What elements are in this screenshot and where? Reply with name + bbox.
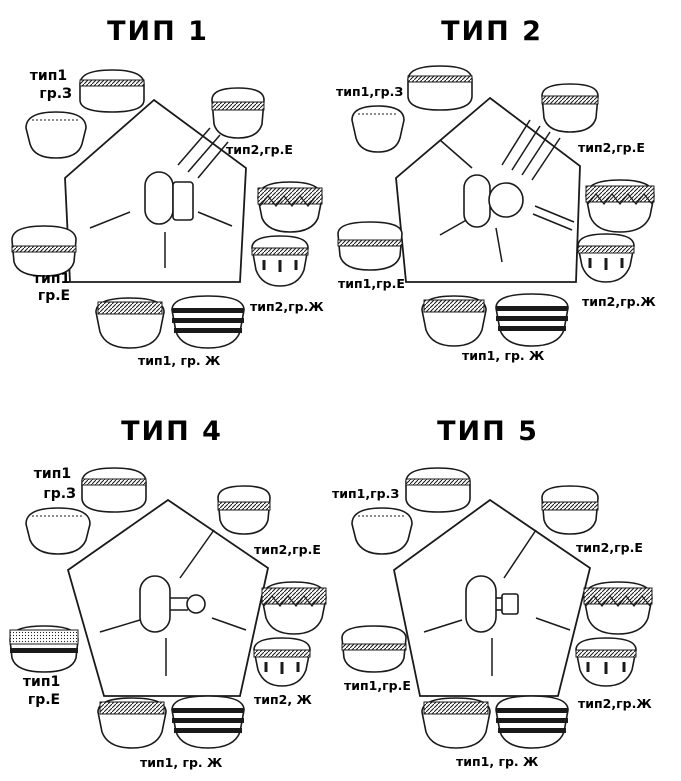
hearth xyxy=(144,171,194,225)
vessel-type1-groupE xyxy=(337,221,403,271)
vessel-type2-groupE xyxy=(541,83,599,133)
vessel-type2-ornamented xyxy=(585,179,655,233)
vessel-type1-group3-top xyxy=(407,65,473,111)
vessel-type1-groupZh-right xyxy=(495,695,569,749)
panel-title: ТИП 5 xyxy=(437,416,539,447)
label-bottom: тип1, гр. Ж xyxy=(462,348,545,363)
interior-partitions xyxy=(439,119,575,263)
interior-partitions xyxy=(99,529,247,676)
label-upper-left: тип1 гр.З xyxy=(30,68,72,102)
label-upper-right: тип2,гр.Е xyxy=(576,540,643,555)
label-mid-left: тип1 гр.Е xyxy=(23,674,65,708)
vessel-type1-group3-top xyxy=(405,467,471,513)
label-bottom: тип1, гр. Ж xyxy=(138,353,221,368)
label-mid-left: тип1,гр.Е xyxy=(338,276,405,291)
pentagon-dwelling xyxy=(66,498,270,697)
label-upper-left: тип1,гр.З xyxy=(336,84,403,99)
vessel-type1-groupZh-left xyxy=(95,297,165,349)
vessel-type1-groupZh-right xyxy=(495,293,569,347)
vessel-type1-groupZh-right xyxy=(171,295,245,349)
vessel-type2-ornamented xyxy=(583,581,653,635)
vessel-type2-groupZh xyxy=(251,235,309,287)
vessel-type1-groupZh-left xyxy=(421,697,491,749)
label-mid-left: тип1 гр.Е xyxy=(33,271,75,304)
label-upper-right: тип2,гр.Е xyxy=(254,542,321,557)
label-mid-left: тип1,гр.Е xyxy=(344,678,411,693)
vessel-type1-groupZh-left xyxy=(421,295,487,347)
vessel-type1-group3-bottom xyxy=(25,507,91,555)
hearth xyxy=(465,575,519,633)
label-upper-left: тип1,гр.З xyxy=(332,486,399,501)
vessel-type1-group3-top xyxy=(79,69,145,113)
panel-title: ТИП 4 xyxy=(121,416,223,447)
vessel-type1-group3-bottom xyxy=(351,507,413,555)
label-mid-right: тип2,гр.Ж xyxy=(250,299,324,314)
label-mid-right: тип2, Ж xyxy=(254,692,312,707)
vessel-type2-groupZh xyxy=(253,637,311,687)
vessel-type1-group3-bottom xyxy=(25,111,87,159)
vessel-type2-ornamented xyxy=(261,581,327,635)
label-upper-left: тип1 гр.З xyxy=(34,466,76,502)
label-bottom: тип1, гр. Ж xyxy=(140,755,223,770)
panel-title: ТИП 1 xyxy=(107,16,209,47)
vessel-type1-group3-bottom xyxy=(351,105,405,153)
label-upper-right: тип2,гр.Е xyxy=(578,140,645,155)
interior-partitions xyxy=(89,127,233,268)
interior-partitions xyxy=(423,529,571,676)
label-bottom: тип1, гр. Ж xyxy=(456,754,539,769)
panel-type-2: ТИП 2 xyxy=(336,16,656,363)
panel-title: ТИП 2 xyxy=(441,16,543,47)
panel-type-4: ТИП 4 xyxy=(9,416,327,770)
vessel-type2-ornamented xyxy=(257,181,323,233)
label-upper-right: тип2,гр.Е xyxy=(226,142,293,157)
vessel-type2-groupE xyxy=(217,485,271,535)
pentagon-dwelling xyxy=(393,498,592,697)
vessel-type1-groupE xyxy=(11,225,77,277)
panel-type-1: ТИП 1 xyxy=(11,16,324,368)
pentagon-dwelling xyxy=(395,96,581,283)
vessel-type2-groupZh xyxy=(577,233,635,283)
vessel-type1-groupZh-right xyxy=(171,695,245,749)
panel-type-5: ТИП 5 xyxy=(332,416,653,769)
vessel-type2-groupE xyxy=(211,87,265,139)
hearth xyxy=(463,174,524,228)
vessel-type2-groupE xyxy=(541,485,599,535)
vessel-type1-groupE xyxy=(9,625,79,673)
label-mid-right: тип2,гр.Ж xyxy=(582,294,656,309)
vessel-type1-groupE xyxy=(341,625,407,673)
label-mid-right: тип2,гр.Ж xyxy=(578,696,652,711)
vessel-type2-groupZh xyxy=(575,637,637,687)
vessel-type1-groupZh-left xyxy=(97,697,167,749)
hearth xyxy=(139,575,206,633)
pentagon-dwelling xyxy=(64,98,247,283)
vessel-type1-group3-top xyxy=(81,467,147,513)
